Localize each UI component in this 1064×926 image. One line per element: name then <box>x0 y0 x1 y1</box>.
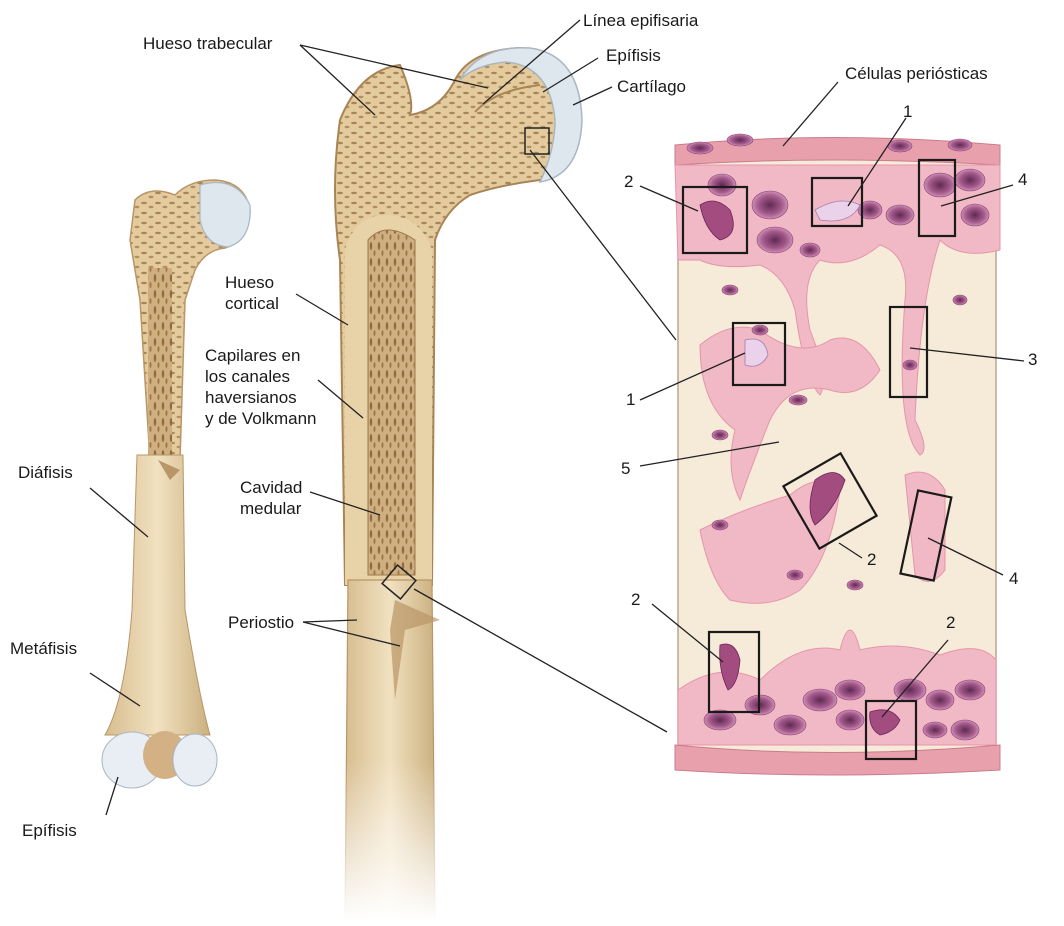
number-2-mid: 2 <box>867 550 876 570</box>
large-femur <box>335 48 582 921</box>
number-4-mid: 4 <box>1009 569 1018 589</box>
label-cavidad-line2: medular <box>240 498 302 519</box>
label-celulas-periosticas: Células periósticas <box>845 63 988 84</box>
label-capilares: Capilares en los canales haversianos y d… <box>205 345 317 429</box>
label-hueso-cortical-line1: Hueso <box>225 272 279 293</box>
number-4-top: 4 <box>1018 170 1027 190</box>
number-3: 3 <box>1028 350 1037 370</box>
number-2-bottom-left: 2 <box>631 590 640 610</box>
label-epifisis-top: Epífisis <box>606 45 661 66</box>
label-epifisis-bottom: Epífisis <box>22 820 77 841</box>
label-capilares-line4: y de Volkmann <box>205 408 317 429</box>
label-capilares-line3: haversianos <box>205 387 317 408</box>
number-5: 5 <box>621 459 630 479</box>
label-periostio: Periostio <box>228 612 294 633</box>
label-linea-epifisaria: Línea epifisaria <box>583 10 698 31</box>
label-cavidad-line1: Cavidad <box>240 477 302 498</box>
label-hueso-cortical-line2: cortical <box>225 293 279 314</box>
number-2-top: 2 <box>624 172 633 192</box>
label-hueso-trabecular: Hueso trabecular <box>143 33 272 54</box>
label-metafisis: Metáfisis <box>10 638 77 659</box>
label-capilares-line2: los canales <box>205 366 317 387</box>
magnified-bone-tissue <box>675 134 1000 775</box>
number-2-bottom-right: 2 <box>946 613 955 633</box>
label-cartilago: Cartílago <box>617 76 686 97</box>
label-cavidad-medular: Cavidad medular <box>240 477 302 519</box>
label-capilares-line1: Capilares en <box>205 345 317 366</box>
number-1-mid: 1 <box>626 390 635 410</box>
label-diafisis: Diáfisis <box>18 462 73 483</box>
number-1-top: 1 <box>903 102 912 122</box>
label-hueso-cortical: Hueso cortical <box>225 272 279 314</box>
